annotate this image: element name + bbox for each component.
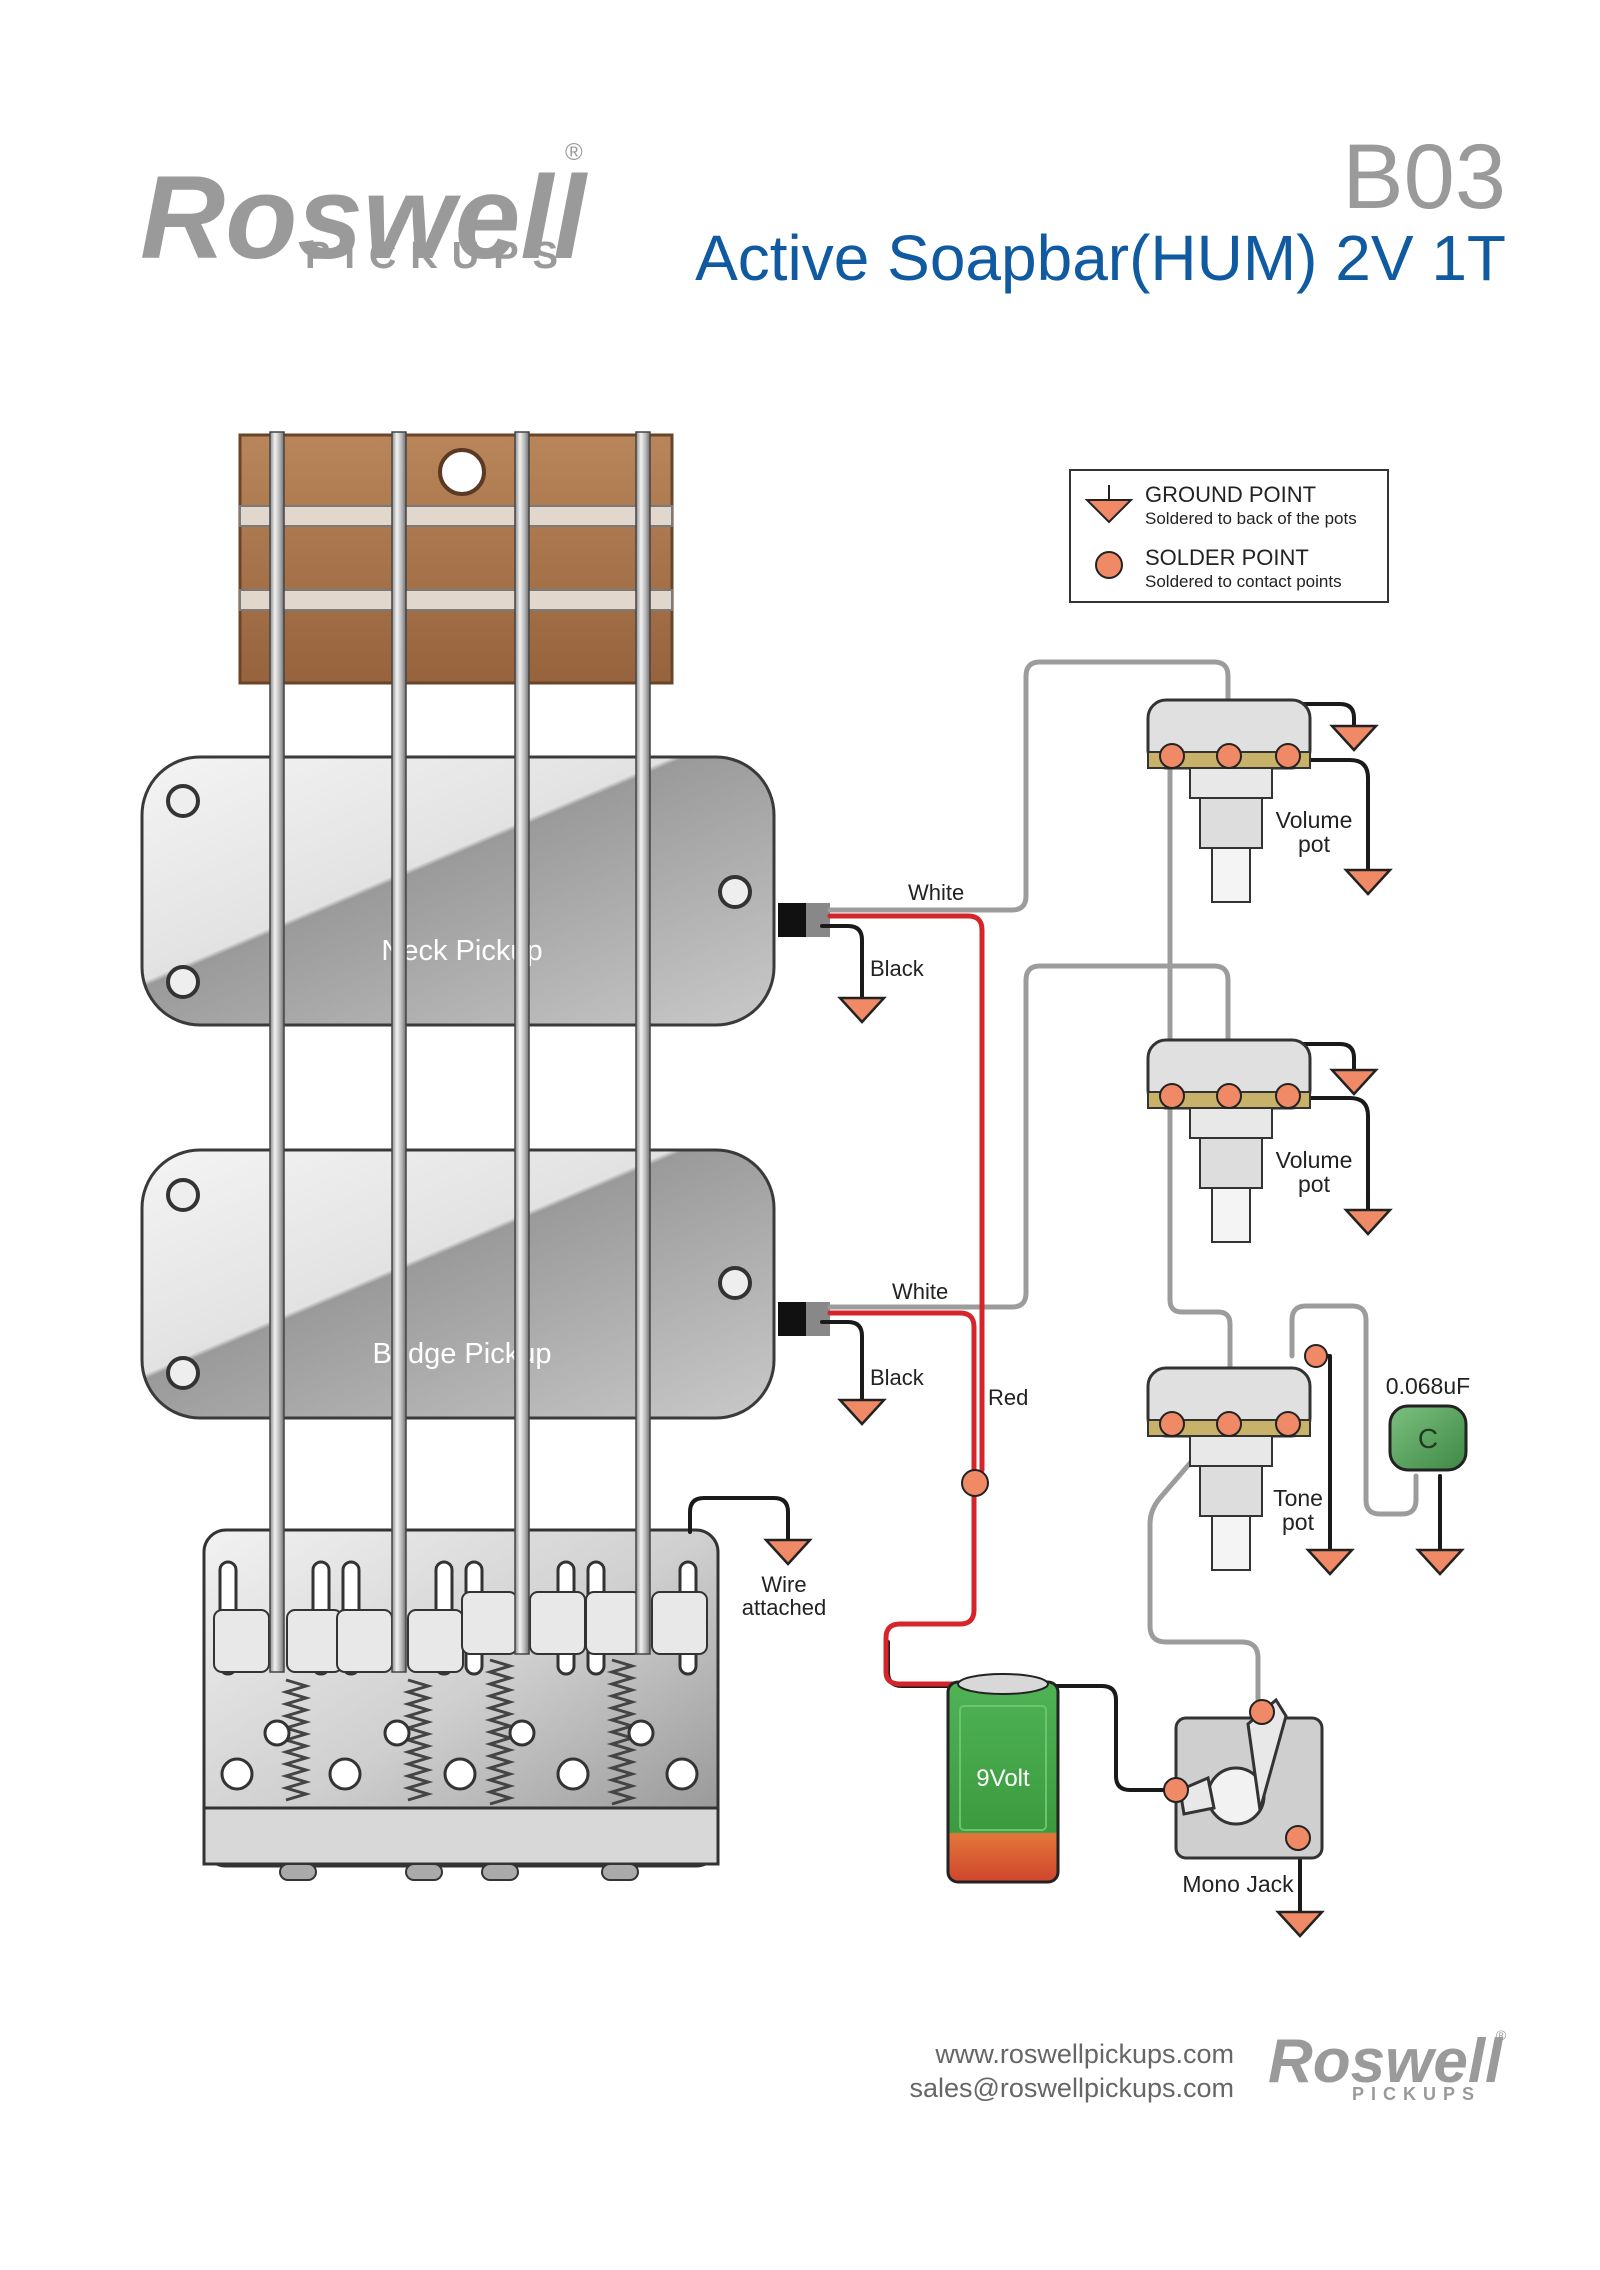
neck-pickup: Neck Pickup [140, 755, 830, 1027]
ground-icon [837, 996, 887, 1024]
legend-ground-title: GROUND POINT [1145, 482, 1316, 507]
volume-pot-1[interactable]: Volume pot [1146, 698, 1353, 903]
ground-icon [1329, 724, 1379, 752]
battery-9v: 9Volt [946, 1673, 1060, 1884]
red-wire-solder-point [961, 1469, 989, 1497]
legend-solder-sub: Soldered to contact points [1145, 572, 1342, 591]
mono-jack[interactable]: Mono Jack [1163, 1697, 1324, 1897]
logo-wordmark: Roswell [140, 152, 588, 284]
gray-wires [827, 659, 1419, 1719]
legend-box: GROUND POINT Soldered to back of the pot… [1069, 469, 1389, 603]
volume-pot-1-label: Volume [1276, 807, 1353, 833]
ground-icon [1329, 1068, 1379, 1096]
footer-email[interactable]: sales@roswellpickups.com [909, 2073, 1234, 2103]
screw-icon [166, 784, 200, 818]
bass-bridge [202, 1528, 720, 1881]
capacitor: 0.068uF C [1386, 1373, 1470, 1472]
neck-white-label: White [908, 880, 964, 905]
volume-pot-1-label2: pot [1298, 831, 1331, 857]
ground-icon [1343, 868, 1393, 896]
bridge-black-label: Black [870, 1365, 925, 1390]
screw-icon [166, 1356, 200, 1390]
logo-subtitle: PICKUPS [305, 235, 572, 277]
ground-icon [1305, 1548, 1355, 1576]
volume-pot-2[interactable]: Volume pot [1146, 1038, 1353, 1243]
red-wire-label: Red [988, 1385, 1028, 1410]
screw-icon [166, 1178, 200, 1212]
page-title: Active Soapbar(HUM) 2V 1T [695, 222, 1506, 294]
bridge-wire-label2: attached [742, 1595, 826, 1620]
volume-pot-2-label: Volume [1276, 1147, 1353, 1173]
ground-icon [763, 1538, 813, 1566]
header-logo: Roswell PICKUPS ® [140, 139, 588, 284]
ground-icon [1275, 1910, 1325, 1938]
bridge-wire-label: Wire [761, 1572, 806, 1597]
ground-symbols [763, 724, 1465, 1938]
tone-pot-label: Tone [1273, 1485, 1323, 1511]
bridge-white-label: White [892, 1279, 948, 1304]
capacitor-symbol: C [1418, 1423, 1438, 1454]
ground-point-icon [1084, 499, 1134, 524]
footer-logo-subtitle: PICKUPS [1352, 2084, 1481, 2104]
ground-icon [1415, 1548, 1465, 1576]
mounting-hole-icon [438, 448, 486, 496]
registered-mark-icon: ® [565, 139, 583, 166]
battery-label: 9Volt [976, 1765, 1030, 1792]
mono-jack-label: Mono Jack [1182, 1871, 1294, 1897]
footer-registered-mark-icon: ® [1496, 2027, 1507, 2043]
tone-pot[interactable]: Tone pot [1146, 1344, 1328, 1571]
capacitor-value: 0.068uF [1386, 1373, 1470, 1399]
wood-block [238, 433, 674, 685]
volume-pot-2-label2: pot [1298, 1171, 1331, 1197]
model-code: B03 [1342, 126, 1506, 228]
ground-icon [837, 1398, 887, 1426]
ground-icon [1343, 1208, 1393, 1236]
screw-icon [166, 965, 200, 999]
screw-icon [718, 875, 752, 909]
solder-point-icon [1095, 551, 1123, 579]
legend-solder-title: SOLDER POINT [1145, 545, 1309, 570]
footer-logo: Roswell PICKUPS ® [1268, 2027, 1507, 2104]
neck-black-label: Black [870, 956, 925, 981]
footer-logo-wordmark: Roswell [1268, 2027, 1504, 2096]
legend-ground-sub: Soldered to back of the pots [1145, 509, 1357, 528]
tone-pot-label2: pot [1282, 1509, 1315, 1535]
red-wire [827, 913, 985, 1687]
bridge-pickup: Bridge Pickup [140, 1148, 830, 1420]
screw-icon [718, 1266, 752, 1300]
footer-website[interactable]: www.roswellpickups.com [934, 2039, 1234, 2069]
strings [269, 431, 651, 1673]
